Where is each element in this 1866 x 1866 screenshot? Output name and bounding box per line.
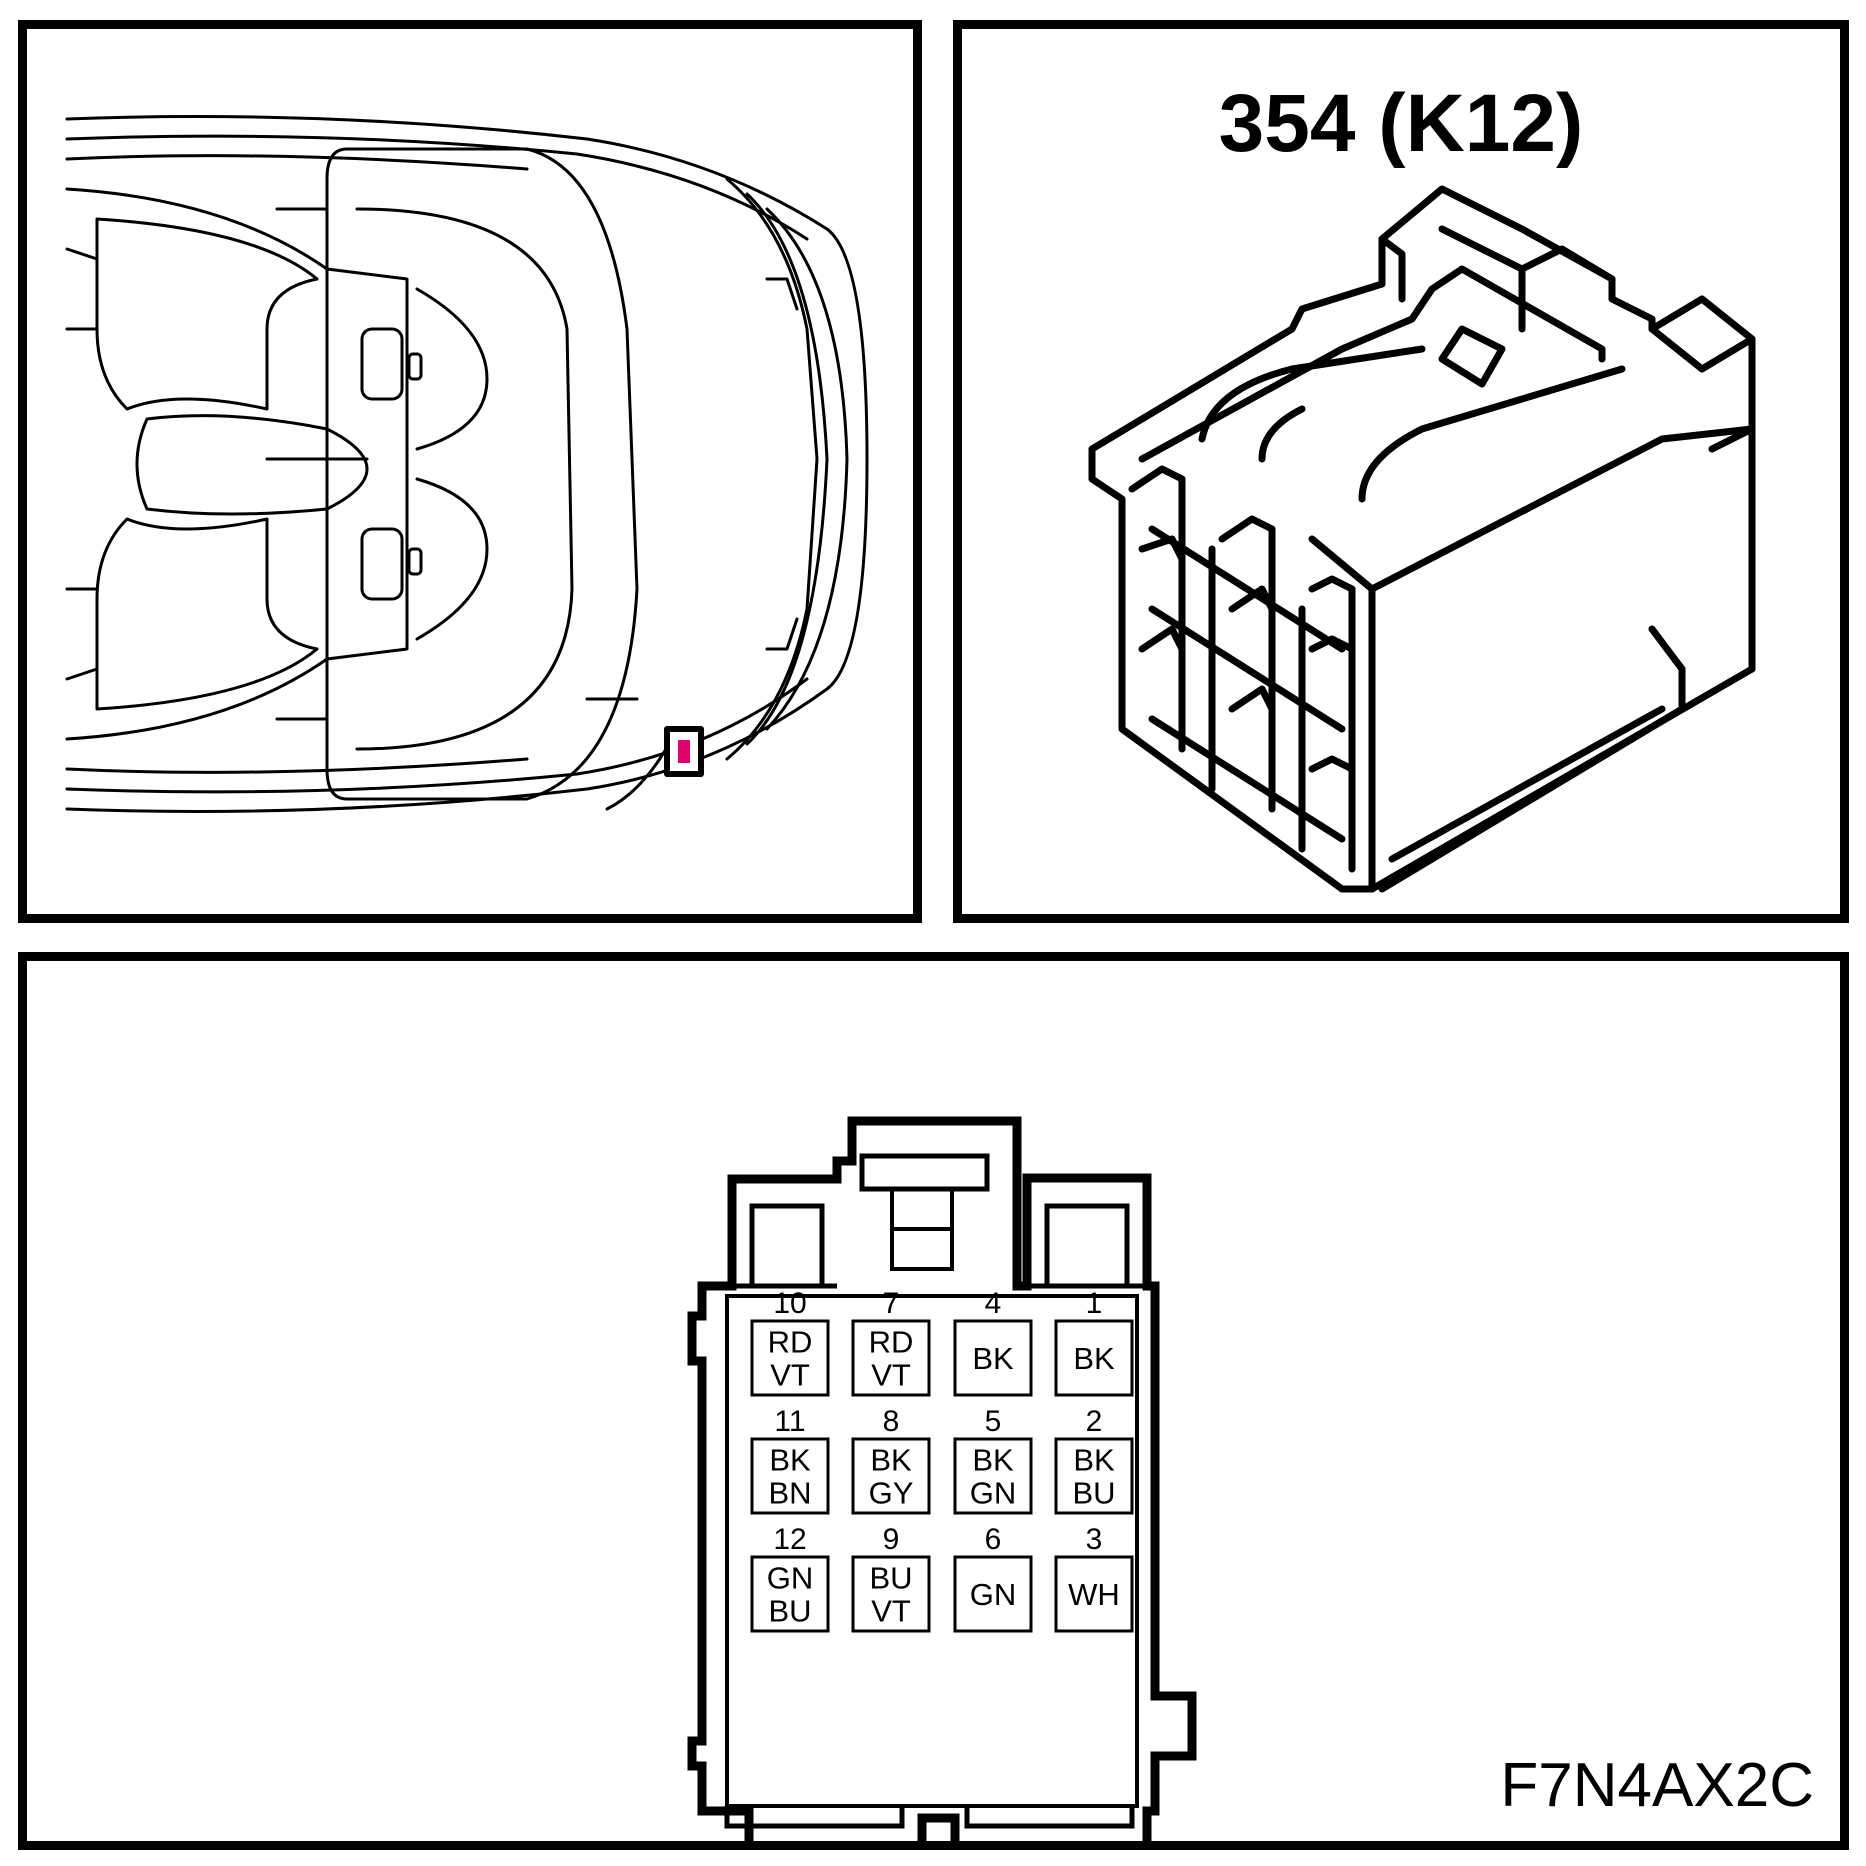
- pin-box: [953, 1437, 1033, 1515]
- pin-box: [750, 1319, 830, 1397]
- pin-cavity-6: 6GN: [953, 1523, 1033, 1633]
- pin-number: 5: [985, 1405, 1002, 1438]
- wire-color-label: RD: [869, 1325, 914, 1360]
- wire-color-label: GY: [869, 1476, 914, 1511]
- pin-box: [851, 1555, 931, 1633]
- pin-number: 4: [985, 1287, 1002, 1320]
- pin-number: 9: [883, 1523, 900, 1556]
- pin-number: 2: [1086, 1405, 1103, 1438]
- wire-color-label: WH: [1068, 1577, 1120, 1612]
- connector-title: 354 (K12): [1218, 78, 1584, 169]
- pin-cavity-3: 3WH: [1054, 1523, 1134, 1633]
- connector-3d-drawing: [1088, 185, 1756, 893]
- pin-number: 1: [1086, 1287, 1103, 1320]
- wire-color-label: BK: [1073, 1341, 1115, 1376]
- wire-color-label: BU: [768, 1594, 811, 1629]
- pin-box: [1054, 1555, 1134, 1633]
- pin-box: [851, 1437, 931, 1515]
- pin-box: [851, 1319, 931, 1397]
- wire-color-label: GN: [767, 1561, 814, 1596]
- wire-color-label: BU: [1072, 1476, 1115, 1511]
- pin-cavity-1: 1BK: [1054, 1287, 1134, 1397]
- pin-box: [1054, 1437, 1134, 1515]
- wire-color-label: VT: [871, 1358, 911, 1393]
- connector-face-drawing: 10RDVT7RDVT4BK1BK11BKBN8BKGY5BKGN2BKBU12…: [687, 1116, 1197, 1841]
- pin-box: [750, 1555, 830, 1633]
- wire-color-label: VT: [871, 1594, 911, 1629]
- wire-color-label: BK: [972, 1341, 1014, 1376]
- pin-number: 10: [773, 1287, 806, 1320]
- connector-location-marker: [678, 740, 690, 763]
- connector-view-panel: 354 (K12): [953, 20, 1849, 923]
- wire-color-label: BK: [1073, 1443, 1115, 1478]
- vehicle-top-view-drawing: [65, 115, 869, 813]
- wire-color-label: GN: [970, 1476, 1017, 1511]
- wire-color-label: RD: [768, 1325, 813, 1360]
- pin-cavity-4: 4BK: [953, 1287, 1033, 1397]
- pin-number: 11: [774, 1405, 805, 1438]
- pin-number: 7: [883, 1287, 900, 1320]
- wire-color-label: BK: [870, 1443, 912, 1478]
- vehicle-location-panel: [18, 20, 922, 923]
- wire-color-label: BK: [972, 1443, 1014, 1478]
- pin-box: [750, 1437, 830, 1515]
- wire-color-label: BK: [769, 1443, 811, 1478]
- wire-color-label: BU: [869, 1561, 912, 1596]
- pin-number: 12: [773, 1523, 806, 1556]
- pin-box: [1054, 1319, 1134, 1397]
- pin-number: 3: [1086, 1523, 1103, 1556]
- pin-number: 6: [985, 1523, 1002, 1556]
- wire-color-label: BN: [768, 1476, 811, 1511]
- wire-color-label: VT: [770, 1358, 810, 1393]
- wire-color-label: GN: [970, 1577, 1017, 1612]
- pin-grid: 10RDVT7RDVT4BK1BK11BKBN8BKGY5BKGN2BKBU12…: [750, 1287, 1134, 1633]
- pin-box: [953, 1555, 1033, 1633]
- diagram-code: F7N4AX2C: [1500, 1751, 1814, 1820]
- pin-box: [953, 1319, 1033, 1397]
- pin-number: 8: [883, 1405, 900, 1438]
